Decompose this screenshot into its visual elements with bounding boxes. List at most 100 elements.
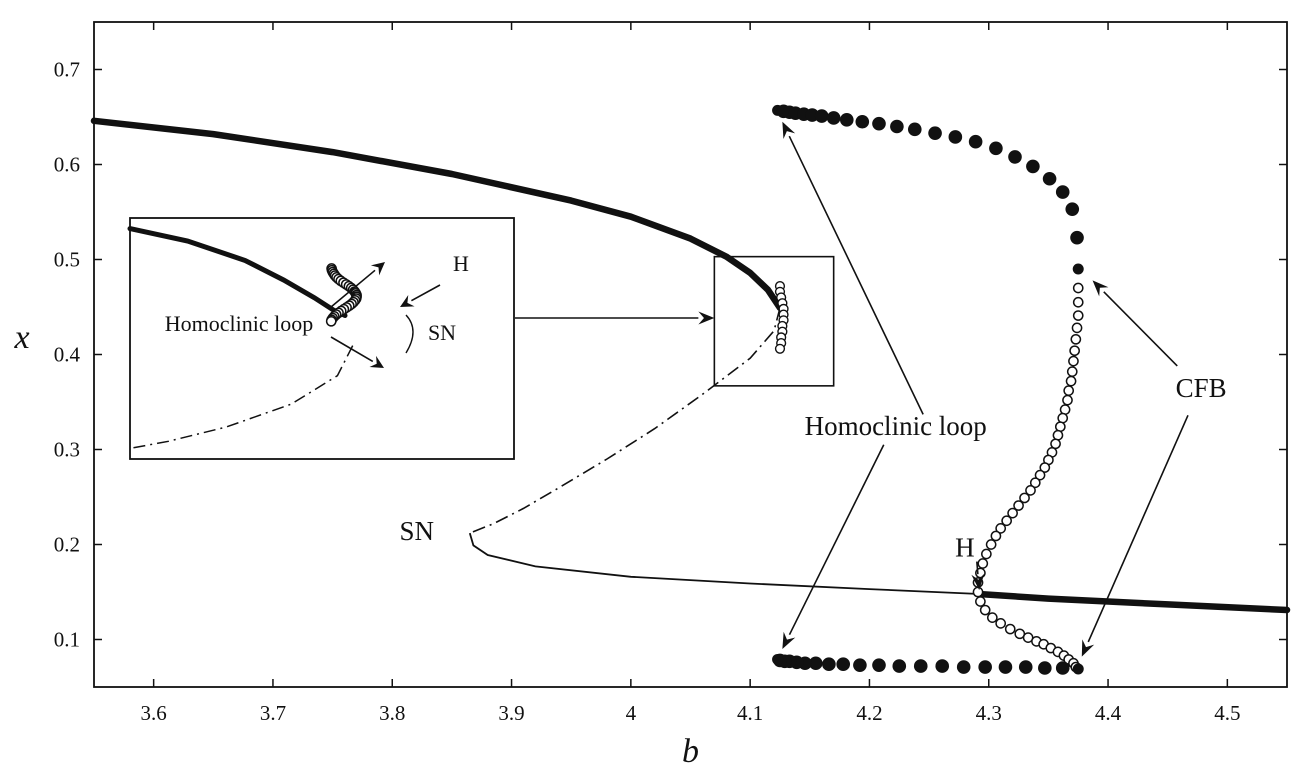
data-point-open [995,618,1007,629]
series-line-stable [973,590,1291,614]
data-point-filled [978,660,992,674]
data-point-open [1025,485,1036,496]
arrow-inset-h-head [400,295,415,307]
x-tick-label: 3.9 [498,701,524,725]
annotation-label: CFB [1176,373,1227,403]
y-tick-label: 0.2 [54,533,80,557]
data-point-filled [1055,661,1070,675]
data-point-open [985,539,997,550]
x-tick-label: 4.4 [1095,701,1122,725]
annotation-arrows-layer [330,121,1189,657]
data-point-open [1069,345,1080,357]
data-point-open [1065,375,1077,387]
data-point-open [1072,296,1084,308]
data-point-open [1054,421,1066,433]
data-point-open [1072,310,1084,321]
data-point-filled [826,111,841,125]
data-point-open [1066,366,1078,377]
data-point-filled [907,122,922,137]
arrow-cfb-bottom-head [1081,639,1095,657]
y-tick-label: 0.7 [54,58,80,82]
data-point-open [975,596,986,607]
x-tick-label: 4.5 [1214,701,1240,725]
data-point-open [1001,515,1012,527]
y-axis-label: x [13,319,29,356]
inset-sn-curve [405,314,414,354]
data-point-filled [892,659,907,673]
arrow-inset-to-zoom-head [698,311,715,325]
arrow-homoclinic-top-shaft [788,135,924,415]
data-point-filled [1072,263,1084,275]
data-point-filled [1038,661,1052,675]
data-point-filled [772,653,784,665]
x-tick-label: 3.8 [379,701,405,725]
data-point-open [1039,462,1051,473]
data-point-open [1029,477,1041,489]
data-point-filled [968,134,983,149]
arrow-inset-homoclinic-top-head [370,262,385,276]
data-point-open [981,548,992,560]
inset-annotation-label: SN [428,320,456,345]
inset-annotation-label: Homoclinic loop [165,311,313,336]
arrow-inset-homoclinic-top-shaft [330,269,376,308]
data-point-open [1019,492,1030,504]
data-point-open [1059,404,1071,415]
data-point-open [990,530,1002,542]
data-point-open [1013,500,1024,511]
data-point-filled [998,660,1013,674]
series-line-stable [90,117,784,312]
data-point-filled [855,114,870,129]
y-tick-label: 0.5 [54,248,80,272]
data-point-open [1071,322,1083,334]
data-point-filled [814,109,829,123]
data-point-filled [989,141,1003,156]
series-line-thin [468,532,977,595]
arrow-cfb-top-shaft [1103,291,1178,367]
data-point-filled [1055,185,1070,199]
data-point-open [979,604,991,616]
data-point-filled [956,660,971,674]
data-point-filled [1072,663,1084,675]
data-point-open [1004,623,1016,635]
data-point-filled [1070,230,1084,245]
arrow-homoclinic-top-head [782,121,796,139]
inset-annotation-label: H [453,251,469,276]
data-point-open [1068,355,1079,367]
arrow-inset-h-shaft [411,284,441,302]
inset-layer [127,217,515,460]
inset-data-point-open [325,315,337,327]
data-point-open [1034,469,1046,481]
data-point-filled [1065,202,1080,216]
data-point-filled [872,658,886,672]
arrow-cfb-top-head [1092,280,1109,297]
data-point-filled [853,658,867,672]
data-point-open [977,558,989,569]
x-axis-label: b [682,733,699,770]
data-point-open [1062,394,1073,406]
data-point-filled [948,130,963,144]
annotation-label: SN [399,516,434,546]
x-tick-label: 4.1 [737,701,763,725]
data-point-filled [839,113,854,127]
arrow-inset-homoclinic-bottom-head [369,355,384,368]
arrow-h-head [971,573,985,591]
arrow-cfb-bottom-shaft [1087,414,1189,643]
x-tick-label: 3.6 [141,701,167,725]
data-point-open [1070,333,1082,345]
data-point-filled [1018,660,1033,674]
y-tick-label: 0.1 [54,628,80,652]
data-point-filled [822,657,836,671]
series-line-dashdot [469,307,781,534]
arrow-homoclinic-bottom-head [782,631,796,649]
data-point-filled [808,656,823,671]
x-tick-label: 4 [626,701,637,725]
y-tick-label: 0.6 [54,153,80,177]
data-point-open-small [774,343,786,354]
data-point-filled [935,659,950,673]
x-tick-label: 4.3 [976,701,1002,725]
y-tick-label: 0.3 [54,438,80,462]
x-tick-label: 3.7 [260,701,286,725]
